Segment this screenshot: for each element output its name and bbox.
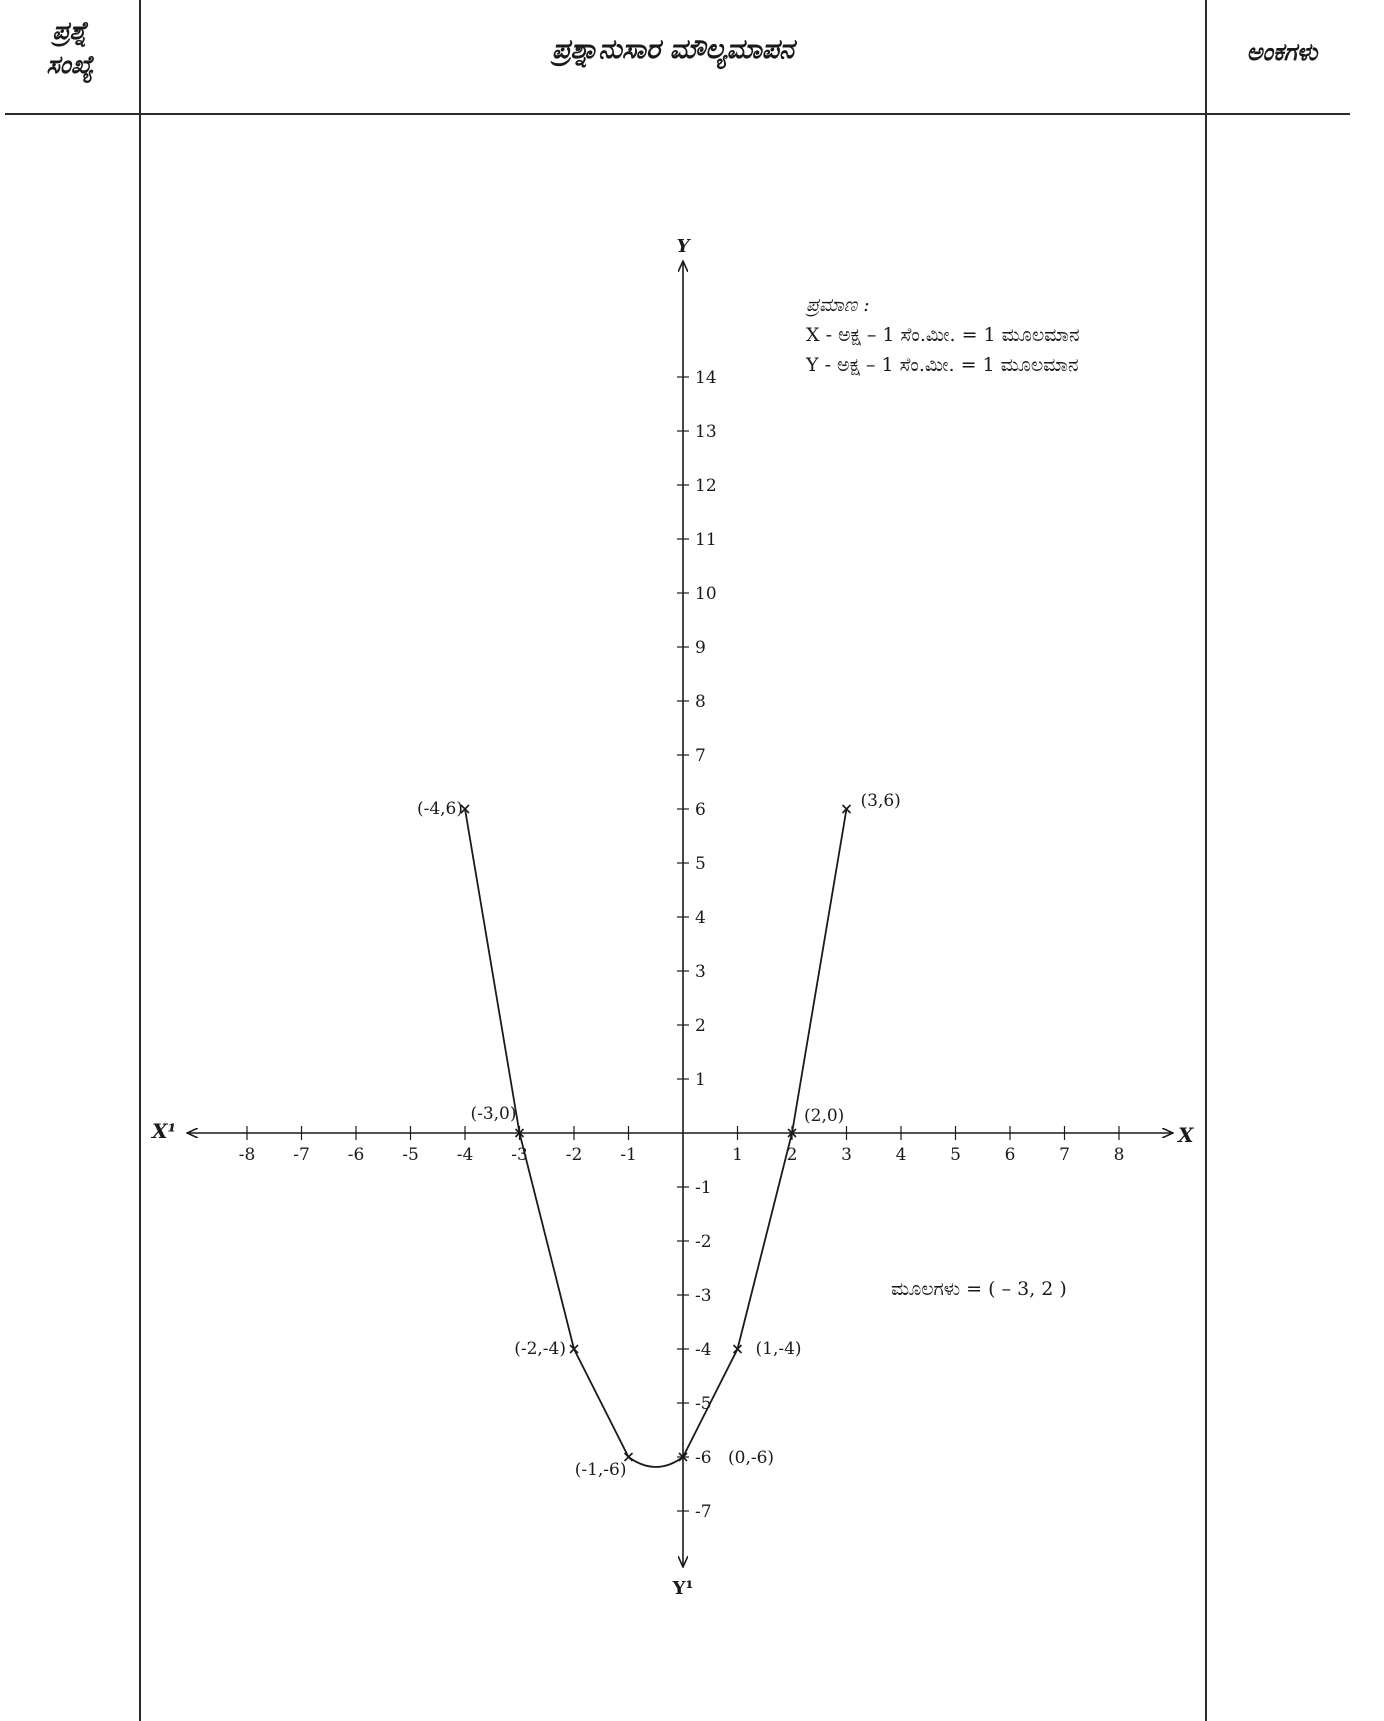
point-marker xyxy=(460,804,470,814)
x-tick-label: -2 xyxy=(566,1145,583,1165)
y-tick-label: 13 xyxy=(695,422,717,442)
scale-y-axis: Y - ಅಕ್ಷ – 1 ಸೆಂ.ಮೀ. = 1 ಮೂಲಮಾನ xyxy=(806,354,1079,376)
evaluation-header: ಪ್ರಶ್ನಾನುಸಾರ ಮೌಲ್ಯಮಾಪನ xyxy=(551,34,795,65)
point-label: (-4,6) xyxy=(417,799,463,819)
question-number-header-line2: ಸಂಖ್ಯೆ xyxy=(46,50,94,79)
y-tick-label: -2 xyxy=(695,1232,712,1252)
y-tick-label: 14 xyxy=(695,368,717,388)
y-tick-label: 12 xyxy=(695,476,717,496)
y-tick-label: 1 xyxy=(695,1070,706,1090)
x-tick-label: 6 xyxy=(1005,1145,1016,1165)
y-tick-label: 4 xyxy=(695,908,706,928)
point-label: (-3,0) xyxy=(470,1104,516,1124)
axes: X X¹ Y Y¹ xyxy=(150,236,1195,1599)
point-marker xyxy=(569,1344,579,1354)
y-tick-label: 8 xyxy=(695,692,706,712)
x-tick-label: -6 xyxy=(348,1145,365,1165)
point-label: (-1,-6) xyxy=(575,1460,627,1480)
y-axis-negative-label: Y¹ xyxy=(672,1578,694,1599)
roots-answer: ಮೂಲಗಳು = ( – 3, 2 ) xyxy=(891,1278,1067,1300)
y-tick-label: 10 xyxy=(695,584,717,604)
scale-legend: ಪ್ರಮಾಣ : X - ಅಕ್ಷ – 1 ಸೆಂ.ಮೀ. = 1 ಮೂಲಮಾನ… xyxy=(806,290,1080,380)
marks-header: ಅಂಕಗಳು xyxy=(1246,38,1318,66)
y-tick-label: -4 xyxy=(695,1340,712,1360)
point-marker xyxy=(514,1128,525,1138)
column-divider-right xyxy=(1205,0,1207,1721)
y-tick-label: -6 xyxy=(695,1448,712,1468)
curve xyxy=(464,808,848,1468)
point-label: (-2,-4) xyxy=(514,1339,566,1359)
x-tick-label: -7 xyxy=(293,1145,310,1165)
plotted-points: (-4,6) (-3,0) (-2,-4) (-1,-6) (0,-6) (1,-4) (2… xyxy=(417,791,901,1480)
point-marker xyxy=(678,1452,688,1462)
x-axis-label: X xyxy=(1176,1123,1195,1147)
point-label: (0,-6) xyxy=(728,1448,774,1468)
x-tick-label: 3 xyxy=(841,1145,852,1165)
column-divider-left xyxy=(139,0,141,1721)
x-tick-label: -4 xyxy=(457,1145,474,1165)
point-label: (1,-4) xyxy=(756,1339,802,1359)
x-tick-label: -1 xyxy=(620,1145,637,1165)
point-label: (3,6) xyxy=(861,791,901,811)
point-marker xyxy=(787,1128,797,1138)
question-number-header-line1: ಪ್ರಶ್ನೆ xyxy=(52,16,88,45)
header-bottom-rule xyxy=(5,113,1350,115)
x-tick-label: 5 xyxy=(950,1145,961,1165)
scale-x-axis: X - ಅಕ್ಷ – 1 ಸೆಂ.ಮೀ. = 1 ಮೂಲಮಾನ xyxy=(806,324,1080,346)
y-tick-label: 5 xyxy=(695,854,706,874)
x-tick-label: -5 xyxy=(402,1145,419,1165)
point-label: (2,0) xyxy=(804,1106,844,1126)
x-tick-label: 2 xyxy=(787,1145,798,1165)
y-tick-label: 6 xyxy=(695,800,706,820)
x-tick-label: -8 xyxy=(239,1145,256,1165)
question-number-header: ಪ್ರಶ್ನೆ ಸಂಖ್ಯೆ xyxy=(0,14,140,82)
y-tick-label: 3 xyxy=(695,962,706,982)
y-tick-label: 2 xyxy=(695,1016,706,1036)
parabola-curve xyxy=(464,808,848,1468)
y-tick-label: -1 xyxy=(695,1178,712,1198)
x-tick-label: 4 xyxy=(896,1145,907,1165)
point-marker xyxy=(841,804,852,814)
x-tick-label: 7 xyxy=(1059,1145,1070,1165)
y-axis-label: Y xyxy=(677,236,692,257)
y-tick-label: 11 xyxy=(695,530,717,550)
point-marker xyxy=(732,1344,743,1354)
y-tick-label: 7 xyxy=(695,746,706,766)
scale-title: ಪ್ರಮಾಣ : xyxy=(806,294,870,316)
x-tick-label: 8 xyxy=(1114,1145,1125,1165)
x-axis-negative-label: X¹ xyxy=(150,1119,176,1143)
y-tick-label: -3 xyxy=(695,1286,712,1306)
x-tick-label: 1 xyxy=(732,1145,743,1165)
y-tick-label: -7 xyxy=(695,1502,712,1522)
point-marker xyxy=(623,1452,634,1462)
y-tick-label: 9 xyxy=(695,638,706,658)
